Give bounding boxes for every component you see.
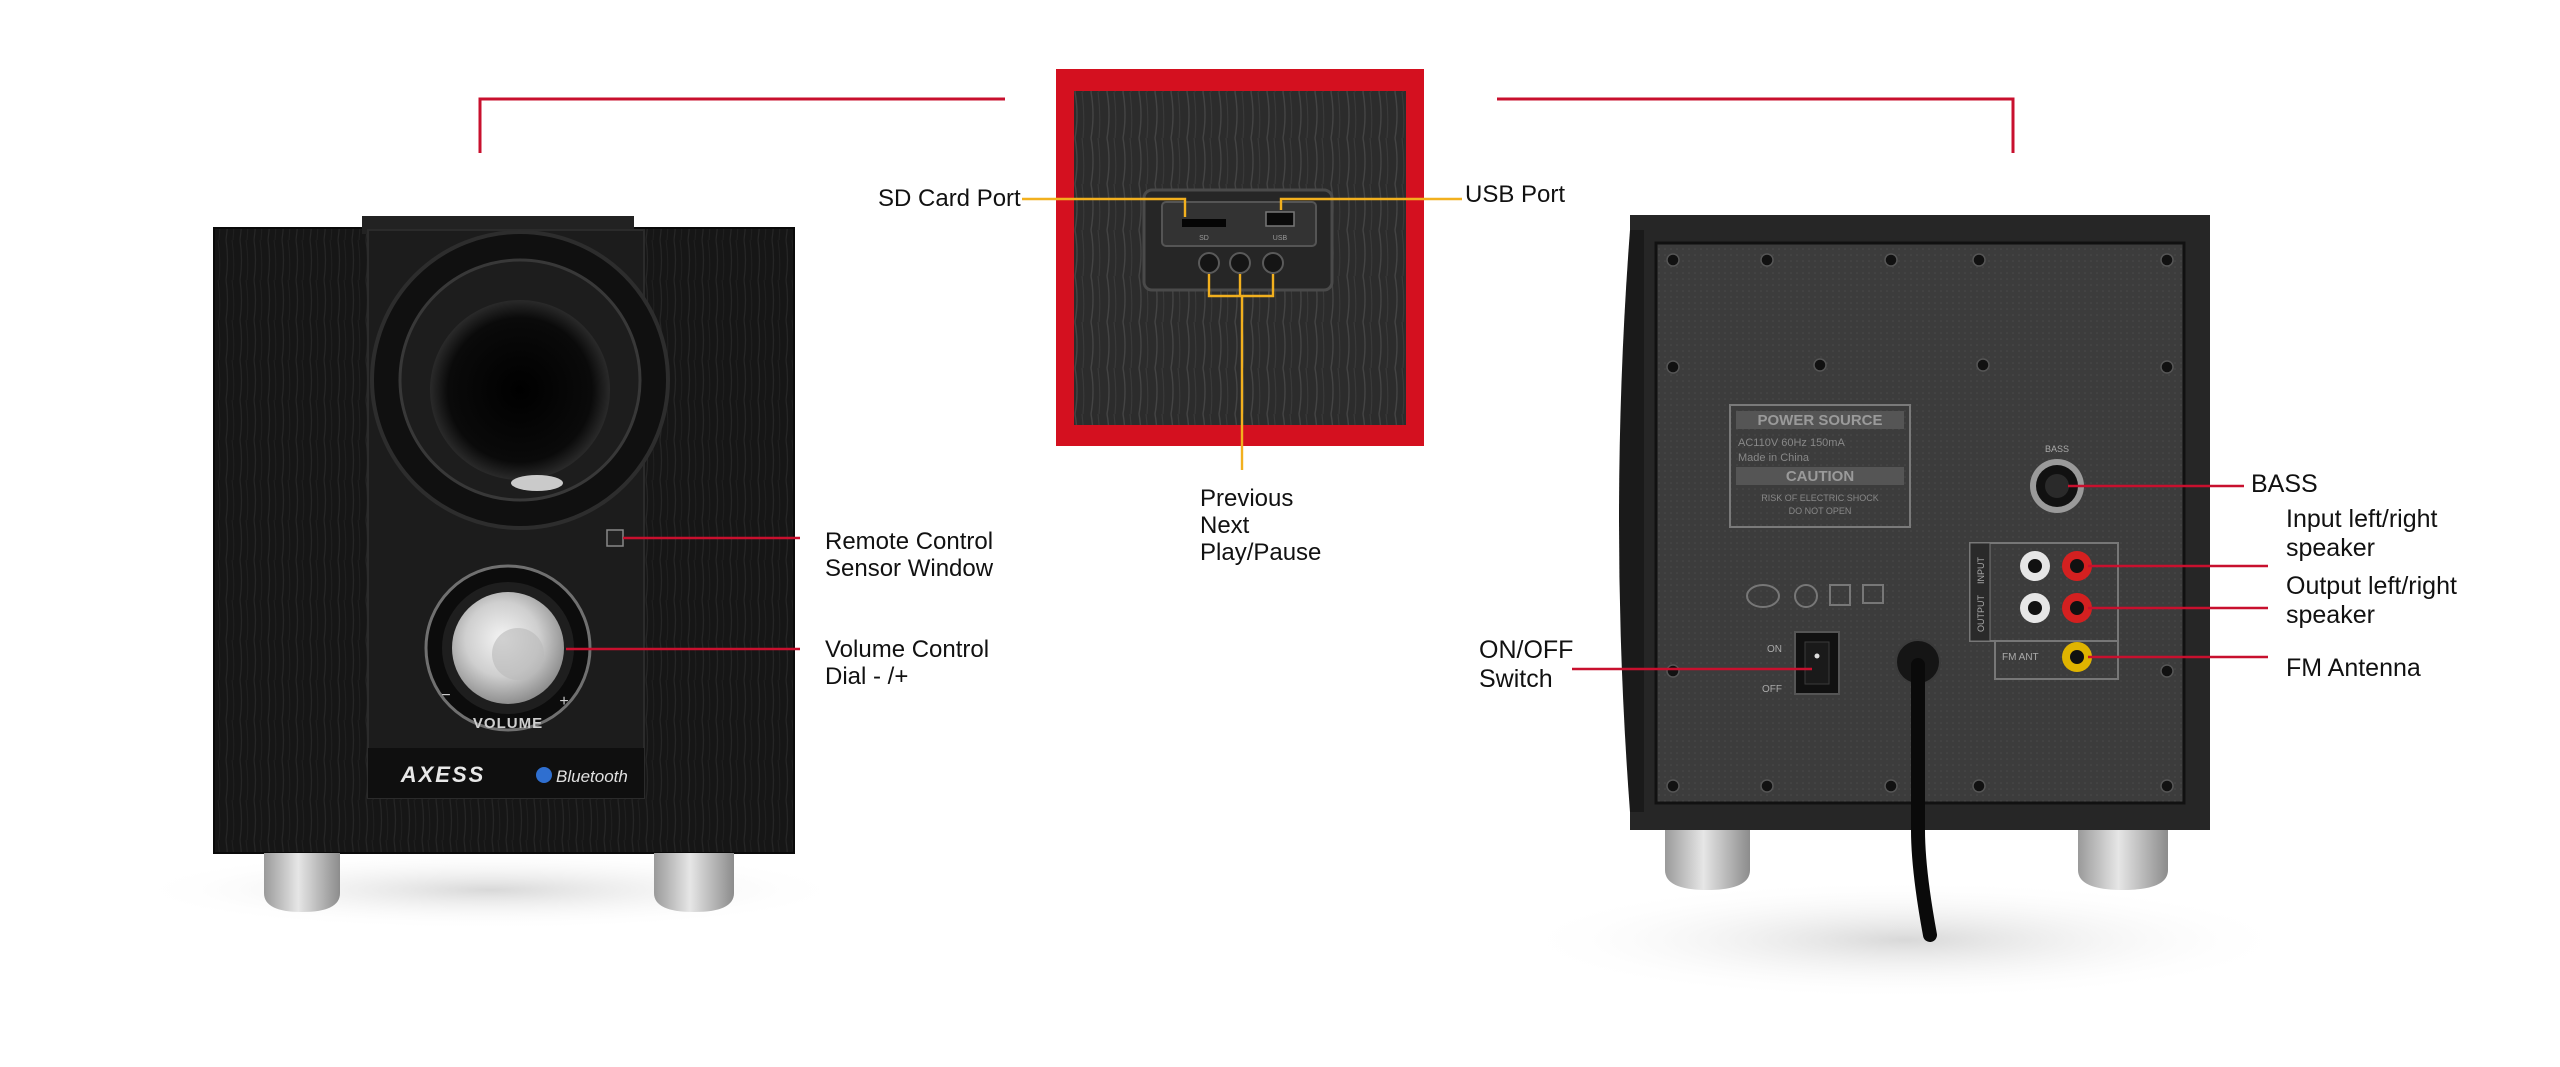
volume-minus-mark: −	[441, 687, 450, 704]
previous-button	[1198, 252, 1220, 274]
usb-slot	[1265, 211, 1295, 227]
svg-text:AC110V 60Hz 150mA: AC110V 60Hz 150mA	[1738, 437, 1845, 449]
rear-left-foot	[1665, 830, 1750, 890]
port-detail-panel: SD USB	[1056, 69, 1424, 446]
volume-dial	[424, 564, 592, 732]
rear-speaker: POWER SOURCE AC110V 60Hz 150mA Made in C…	[1515, 215, 2295, 1000]
bluetooth-icon	[536, 767, 552, 783]
fm-antenna-label: FM Antenna	[2286, 654, 2421, 682]
bass-callout-label: BASS	[2251, 470, 2318, 498]
output-tag: OUTPUT	[1976, 595, 1986, 633]
axess-logo: AXESS	[400, 762, 486, 787]
certification-marks	[1746, 584, 1884, 608]
play-pause-button	[1262, 252, 1284, 274]
sd-marking: SD	[1199, 235, 1209, 242]
bass-knob	[2030, 459, 2084, 513]
sd-card-port-label: SD Card Port	[878, 185, 1021, 212]
fm-antenna-jack	[2062, 642, 2092, 672]
top-bracket	[478, 97, 2015, 153]
input-callout-label: Input left/right speaker	[2286, 505, 2438, 562]
panel-screws	[1666, 253, 2174, 793]
power-cord	[1895, 639, 1941, 942]
usb-port-label: USB Port	[1465, 181, 1566, 208]
front-right-foot	[654, 853, 734, 912]
svg-text:POWER SOURCE: POWER SOURCE	[1757, 412, 1882, 429]
remote-sensor-label: Remote Control Sensor Window	[825, 528, 994, 582]
sd-leader	[1022, 197, 1187, 217]
svg-text:Made in China: Made in China	[1738, 452, 1810, 464]
power-source-label: POWER SOURCE AC110V 60Hz 150mA Made in C…	[1729, 404, 1911, 528]
switch-on-marking: ON	[1767, 644, 1782, 655]
bluetooth-logo: Bluetooth	[556, 767, 628, 786]
rear-right-foot	[2078, 830, 2168, 890]
output-callout-label: Output left/right speaker	[2286, 572, 2457, 629]
svg-text:CAUTION: CAUTION	[1786, 468, 1854, 485]
volume-label: VOLUME	[473, 715, 543, 732]
fm-ant-tag: FM ANT	[2002, 652, 2039, 663]
input-jacks	[2020, 551, 2092, 581]
bass-port	[370, 230, 670, 530]
leader-lines	[566, 197, 2268, 671]
svg-text:DO NOT OPEN: DO NOT OPEN	[1789, 506, 1852, 516]
volume-plus-mark: +	[559, 693, 568, 710]
usb-leader	[1279, 197, 1462, 210]
next-button	[1229, 252, 1251, 274]
switch-off-marking: OFF	[1762, 684, 1782, 695]
front-speaker: VOLUME − + AXESS Bluetooth	[130, 216, 850, 930]
onoff-switch	[1794, 631, 1840, 695]
output-jacks	[2020, 593, 2092, 623]
front-left-foot	[264, 853, 340, 912]
remote-sensor-window	[606, 529, 624, 547]
volume-control-label: Volume Control Dial - /+	[825, 636, 990, 690]
svg-text:RISK OF ELECTRIC SHOCK: RISK OF ELECTRIC SHOCK	[1761, 493, 1879, 503]
onoff-switch-label: ON/OFF Switch	[1479, 636, 1574, 693]
media-buttons-label: Previous Next Play/Pause	[1200, 485, 1322, 566]
bass-label: BASS	[2045, 444, 2069, 454]
input-tag: INPUT	[1976, 556, 1986, 584]
usb-marking: USB	[1273, 235, 1288, 242]
sd-card-slot	[1182, 219, 1226, 227]
